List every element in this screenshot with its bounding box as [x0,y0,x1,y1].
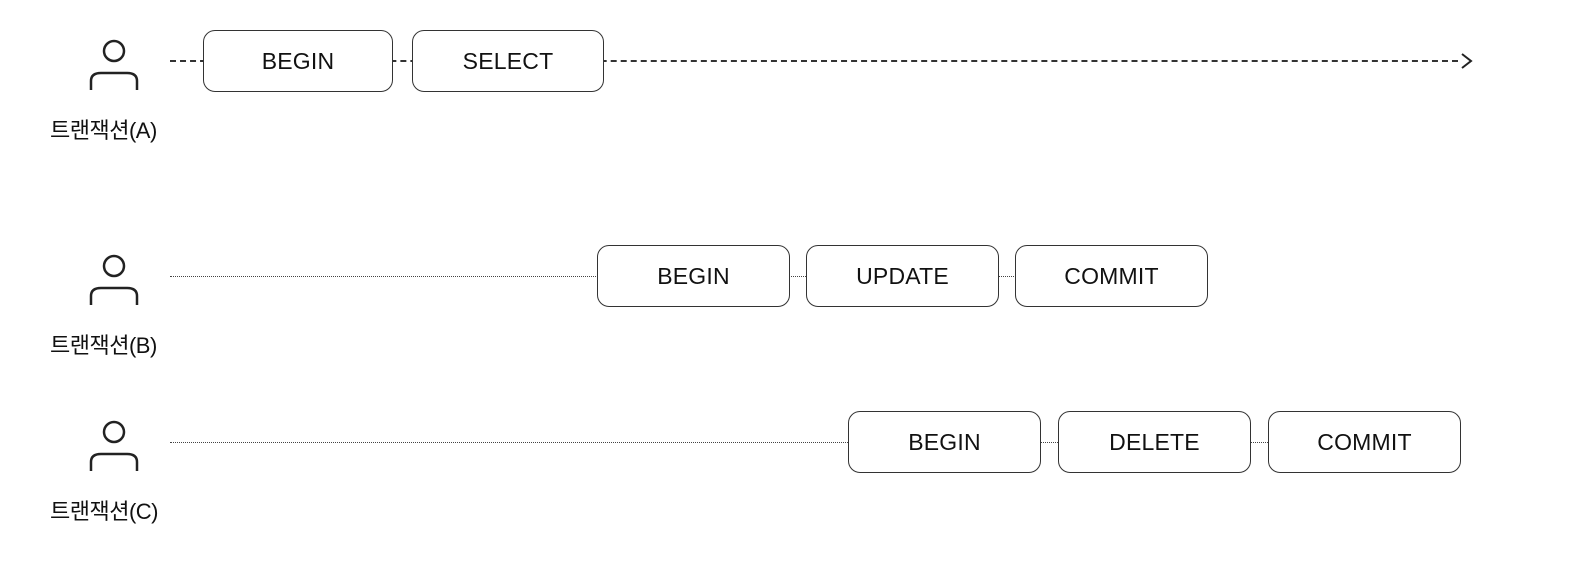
step-begin[interactable]: BEGIN [203,30,393,92]
step-delete[interactable]: DELETE [1058,411,1251,473]
transaction-label: 트랜잭션(B) [50,333,157,358]
transaction-lane-a: 트랜잭션(A) BEGIN SELECT [0,30,1584,160]
step-begin[interactable]: BEGIN [848,411,1041,473]
step-select[interactable]: SELECT [412,30,604,92]
user-icon [89,39,139,90]
step-commit[interactable]: COMMIT [1268,411,1461,473]
transaction-lane-c: 트랜잭션(C) BEGIN DELETE COMMIT [0,411,1584,541]
user-icon [89,420,139,471]
transaction-label: 트랜잭션(A) [50,118,157,143]
user-icon [89,254,139,305]
transaction-lane-b: 트랜잭션(B) BEGIN UPDATE COMMIT [0,245,1584,375]
step-begin[interactable]: BEGIN [597,245,790,307]
step-update[interactable]: UPDATE [806,245,999,307]
transaction-label: 트랜잭션(C) [50,499,159,524]
timeline-line [170,60,1458,62]
arrow-right-icon [1461,53,1473,69]
step-commit[interactable]: COMMIT [1015,245,1208,307]
timeline-line [170,442,1452,443]
